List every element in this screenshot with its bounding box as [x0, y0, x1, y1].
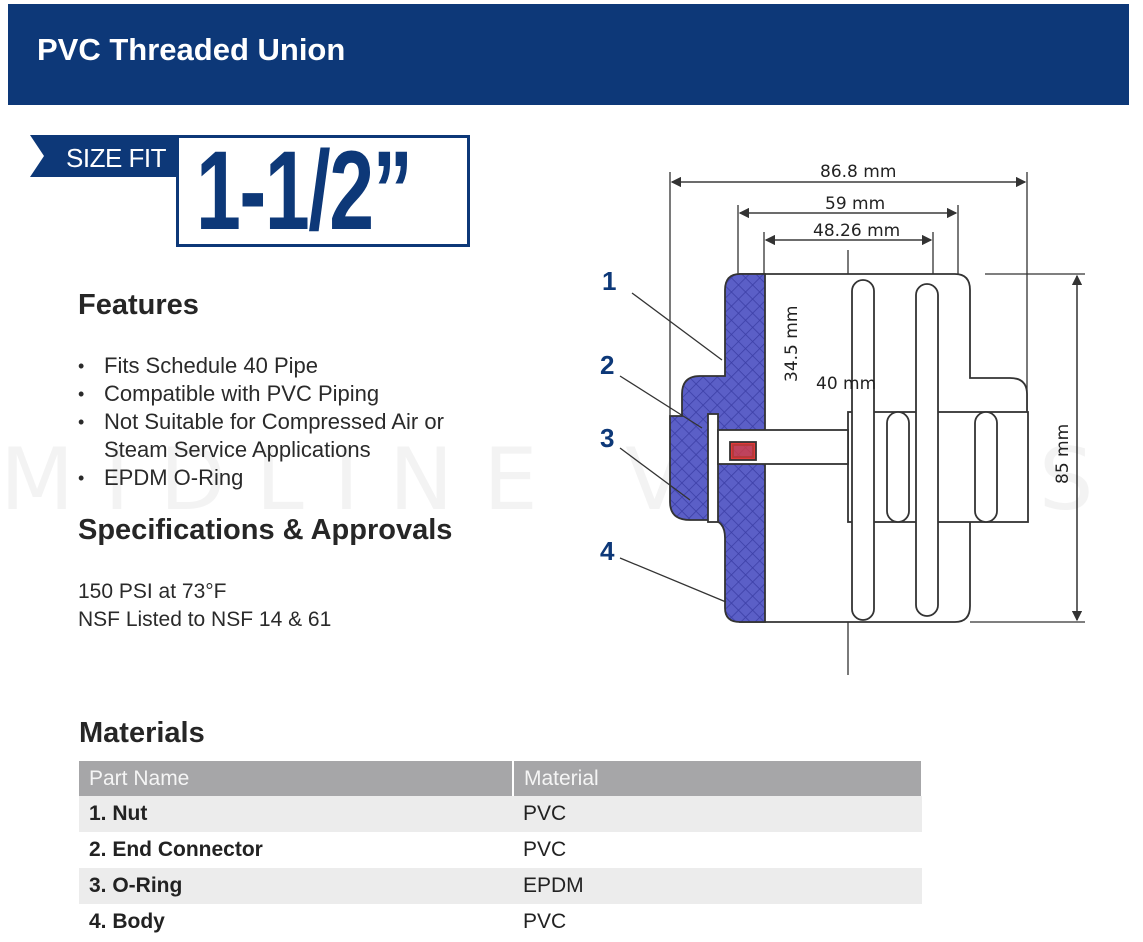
features-heading: Features	[78, 289, 199, 321]
part-cell: 1. Nut	[79, 796, 513, 832]
header-band	[8, 4, 1129, 105]
callout-3: 3	[600, 423, 614, 453]
callout-2: 2	[600, 350, 614, 380]
dim-half-height: 34.5 mm	[782, 306, 802, 382]
table-row: 2. End Connector PVC	[79, 832, 922, 868]
dim-nut-width: 59 mm	[825, 194, 885, 214]
materials-table: Part Name Material 1. Nut PVC 2. End Con…	[79, 761, 923, 940]
list-item: Fits Schedule 40 Pipe	[78, 352, 504, 380]
material-cell: PVC	[523, 838, 567, 861]
material-cell: PVC	[523, 910, 567, 933]
size-label: SIZE FIT	[66, 143, 167, 173]
dim-overall-width: 86.8 mm	[820, 162, 896, 182]
materials-heading: Materials	[79, 717, 205, 749]
list-item: Compatible with PVC Piping	[78, 380, 504, 408]
column-header-material: Material	[513, 761, 923, 796]
part-cell: 2. End Connector	[89, 838, 263, 861]
list-item: Not Suitable for Compressed Air or Steam…	[78, 408, 504, 464]
dim-overall-height: 85 mm	[1053, 424, 1073, 484]
material-cell: EPDM	[513, 868, 922, 904]
size-ribbon	[30, 135, 180, 177]
size-value: 1-1/2”	[196, 128, 413, 253]
callout-4: 4	[600, 536, 615, 566]
list-item: EPDM O-Ring	[78, 464, 504, 492]
features-list: Fits Schedule 40 Pipe Compatible with PV…	[78, 352, 504, 492]
table-row: 3. O-Ring EPDM	[79, 868, 922, 904]
spec-line: 150 PSI at 73°F	[78, 580, 227, 603]
part-cell: 4. Body	[89, 910, 165, 933]
dim-depth: 40 mm	[816, 374, 876, 394]
size-box	[176, 135, 470, 247]
page-title: PVC Threaded Union	[37, 32, 346, 67]
dim-inner-width: 48.26 mm	[813, 221, 900, 241]
callout-1: 1	[602, 266, 616, 296]
spec-line: NSF Listed to NSF 14 & 61	[78, 608, 332, 631]
union-cross-section-diagram: 1 2 3 4 86.8 mm 59 mm 48.26 mm 40 mm 34.…	[600, 162, 1085, 675]
part-cell: 3. O-Ring	[79, 868, 513, 904]
table-row: 1. Nut PVC	[79, 796, 922, 832]
specs-heading: Specifications & Approvals	[78, 514, 453, 546]
column-header-part: Part Name	[79, 761, 514, 796]
table-header-row: Part Name Material	[79, 761, 923, 796]
material-cell: PVC	[513, 796, 922, 832]
table-row: 4. Body PVC	[79, 904, 922, 940]
